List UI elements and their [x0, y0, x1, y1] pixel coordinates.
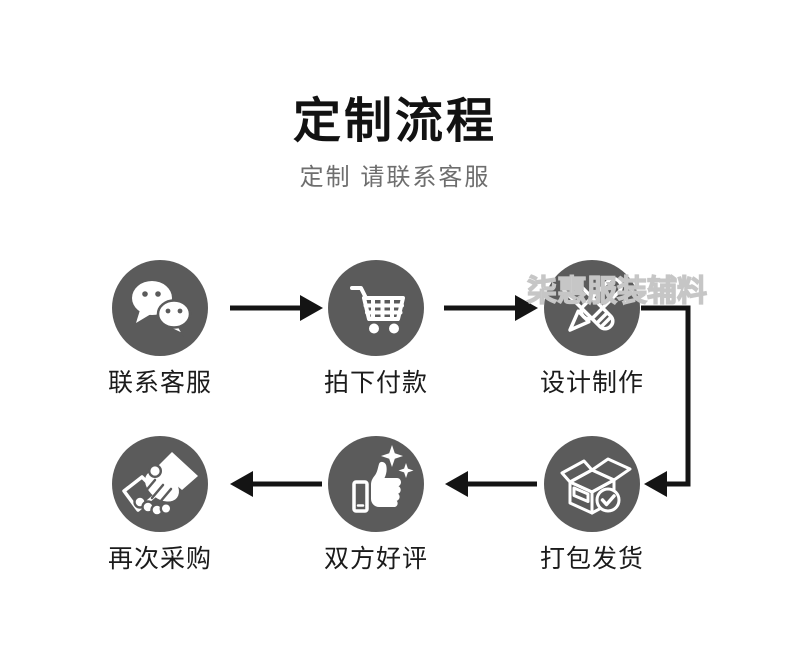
handshake-icon — [112, 436, 208, 532]
elbow-connector-step3-to-step4 — [641, 305, 691, 497]
step-label: 拍下付款 — [323, 369, 429, 397]
wechat-icon — [112, 260, 208, 356]
flow-step-review: 双方好评 — [324, 436, 427, 576]
step-circle — [328, 260, 424, 356]
step-label: 设计制作 — [539, 369, 645, 397]
store-watermark: 柒惠服装辅料 — [526, 274, 707, 308]
step-label: 打包发货 — [539, 545, 645, 573]
step-circle — [544, 436, 640, 532]
thumbs-up-icon — [328, 436, 424, 532]
shopping-cart-icon — [328, 260, 424, 356]
flow-step-contact: 联系客服 — [108, 260, 211, 400]
step-label: 再次采购 — [107, 545, 213, 573]
flow-step-design: 设计制作 — [540, 260, 643, 400]
step-label: 联系客服 — [107, 369, 213, 397]
arrow-step1-to-step2 — [230, 295, 323, 321]
step-circle — [544, 260, 640, 356]
pencil-design-icon — [544, 260, 640, 356]
flow-step-pay: 拍下付款 — [324, 260, 427, 400]
step-label: 双方好评 — [323, 545, 429, 573]
flow-step-ship: 打包发货 — [540, 436, 643, 576]
page-subtitle: 定制 请联系客服 — [299, 164, 491, 191]
step-circle — [328, 436, 424, 532]
flow-step-repurchase: 再次采购 — [108, 436, 211, 576]
arrow-step2-to-step3 — [444, 295, 538, 321]
page-title: 定制流程 — [292, 95, 497, 148]
step-circle — [112, 436, 208, 532]
step-circle — [112, 260, 208, 356]
arrow-step5-to-step6 — [230, 471, 322, 497]
arrow-step4-to-step5 — [445, 471, 537, 497]
package-box-icon — [544, 436, 640, 532]
